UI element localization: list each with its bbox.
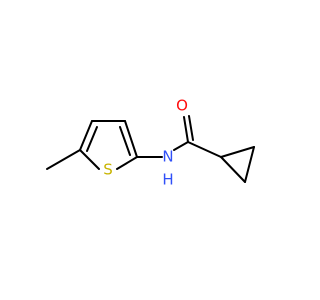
bond-carbonyl-cyclopropyl (187, 141, 222, 158)
bond-cyclopropyl-3 (220, 146, 255, 158)
molecule-diagram: O N H S (46, 97, 255, 189)
structure-drawing: O N H S (46, 97, 255, 189)
oxygen-atom-label: O (176, 97, 188, 115)
sulfur-atom-label: S (103, 161, 113, 179)
bond-cyclopropyl-2 (244, 146, 255, 183)
bond-c5-c4 (79, 120, 93, 151)
bond-s-c5 (79, 149, 100, 170)
bond-carbonyl-oxygen-double (188, 115, 194, 141)
bond-nitrogen-carbonyl (173, 141, 189, 151)
bond-c3-c2-double (119, 126, 131, 156)
bond-carbonyl-oxygen (183, 116, 189, 143)
bond-c2-s (116, 156, 138, 170)
nitrogen-atom-label: N (162, 148, 173, 166)
hydrogen-atom-label: H (162, 171, 173, 189)
bond-cyclopropyl-1 (220, 156, 246, 183)
bond-c3-c2 (124, 120, 138, 158)
bond-c5-c4-double (86, 126, 98, 152)
bond-methyl-c5 (46, 149, 81, 170)
